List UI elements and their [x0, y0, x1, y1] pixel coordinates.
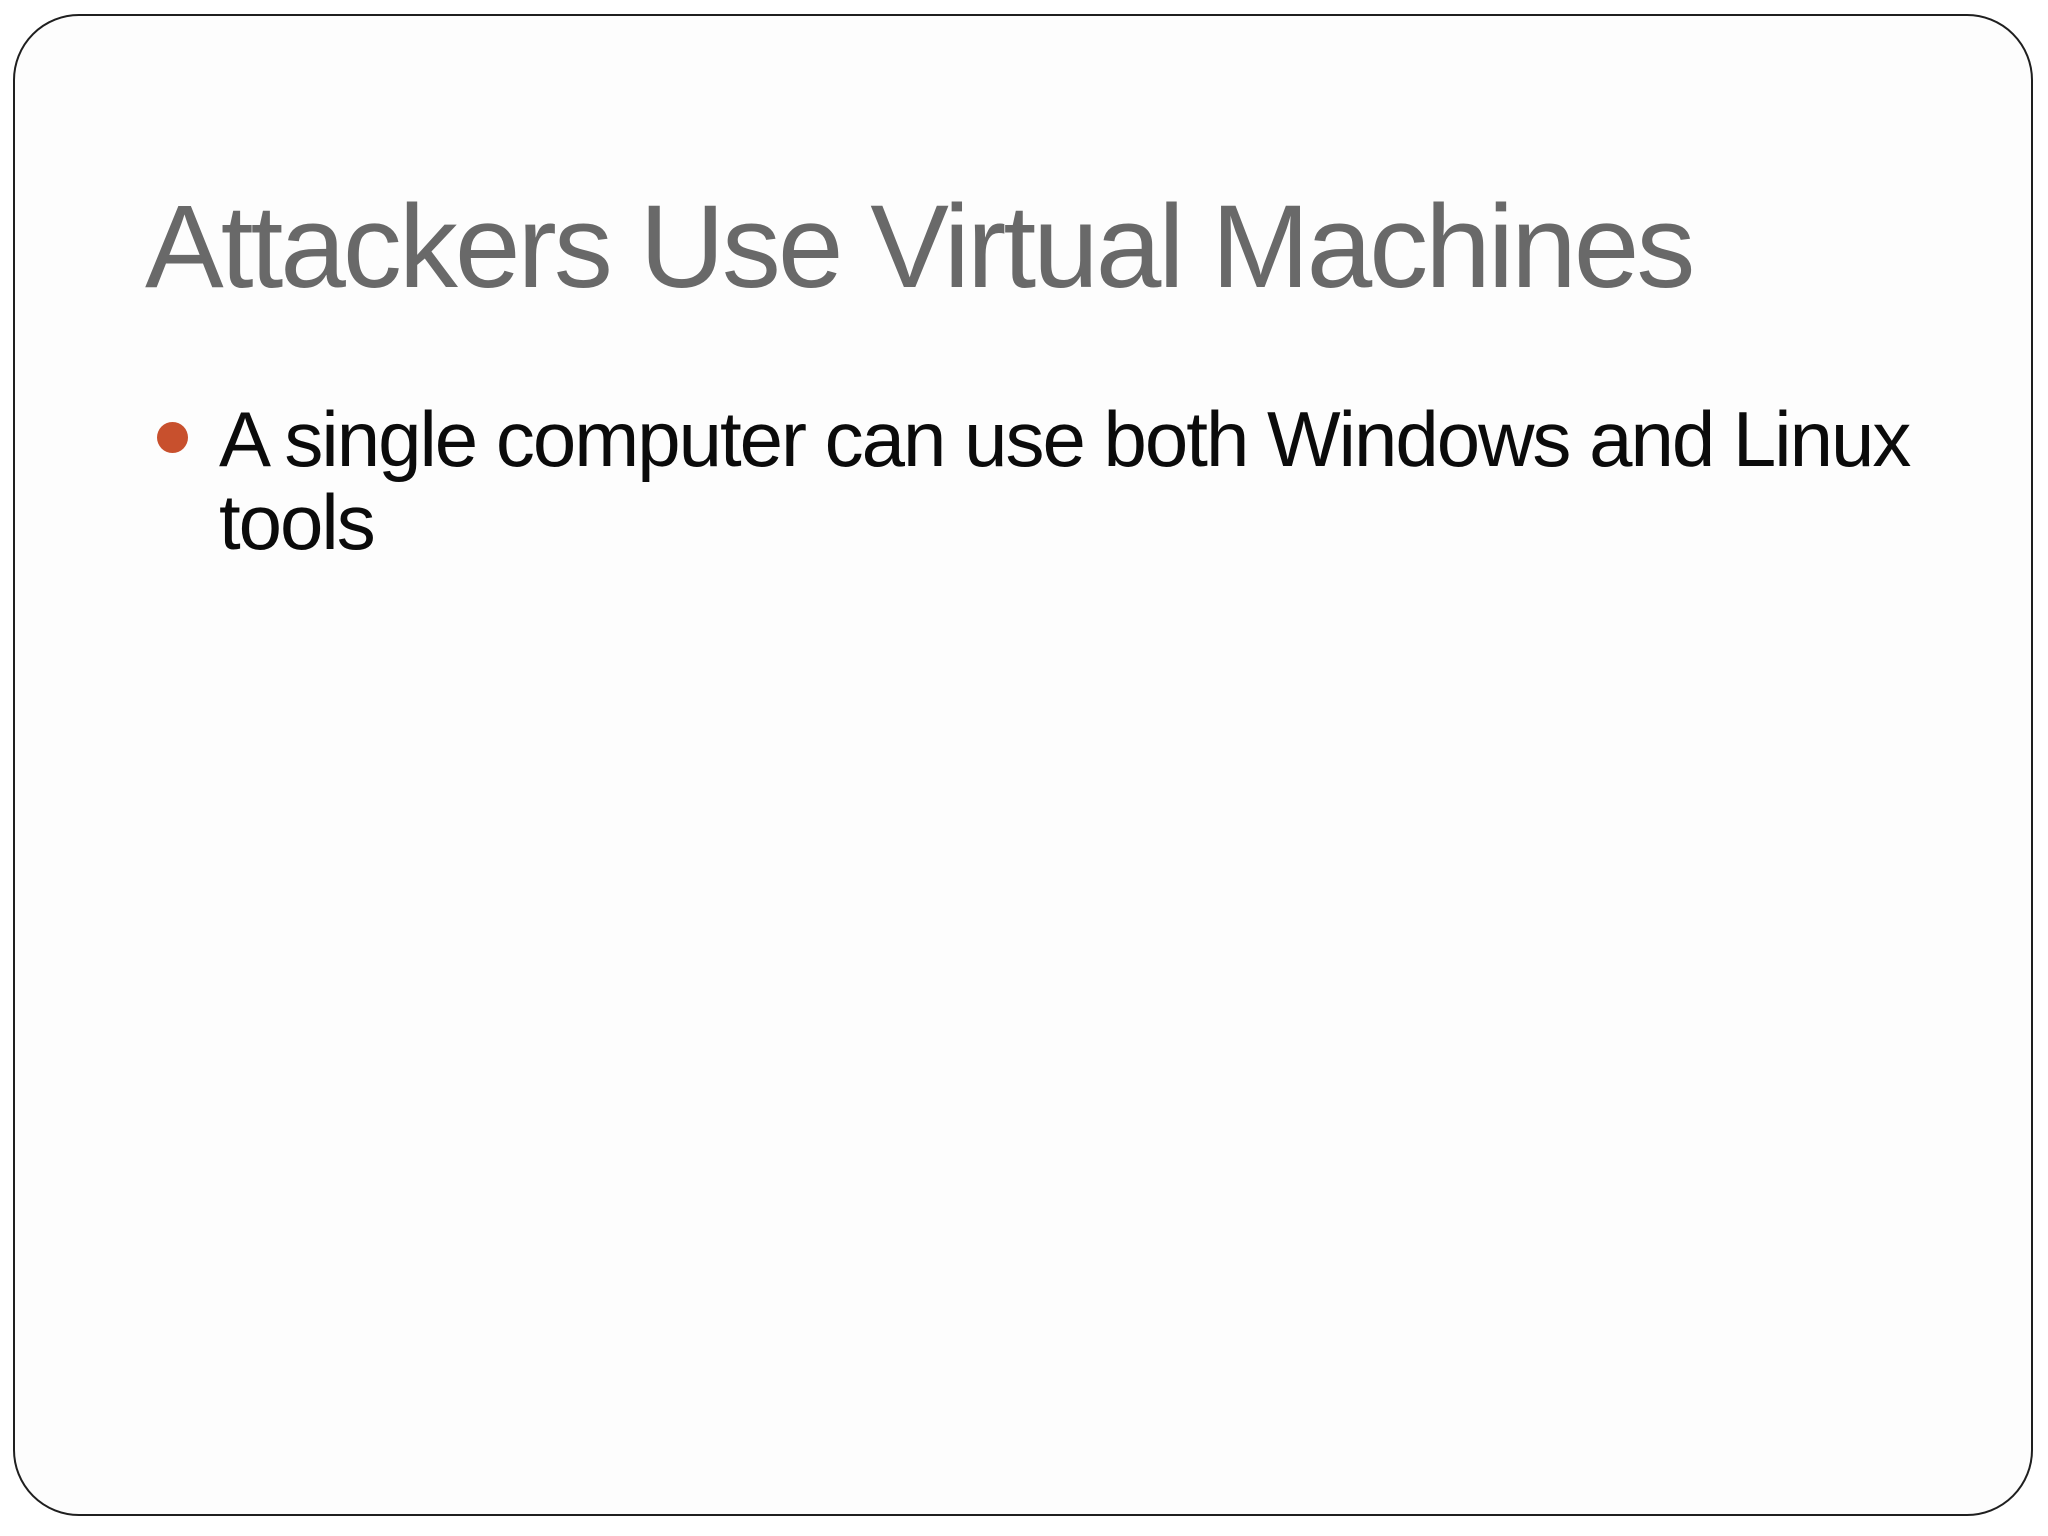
slide: Attackers Use Virtual Machines A single …	[13, 14, 2033, 1516]
slide-title: Attackers Use Virtual Machines	[145, 181, 1695, 313]
bullet-marker-icon	[157, 422, 188, 453]
bullet-text: A single computer can use both Windows a…	[219, 395, 1911, 567]
